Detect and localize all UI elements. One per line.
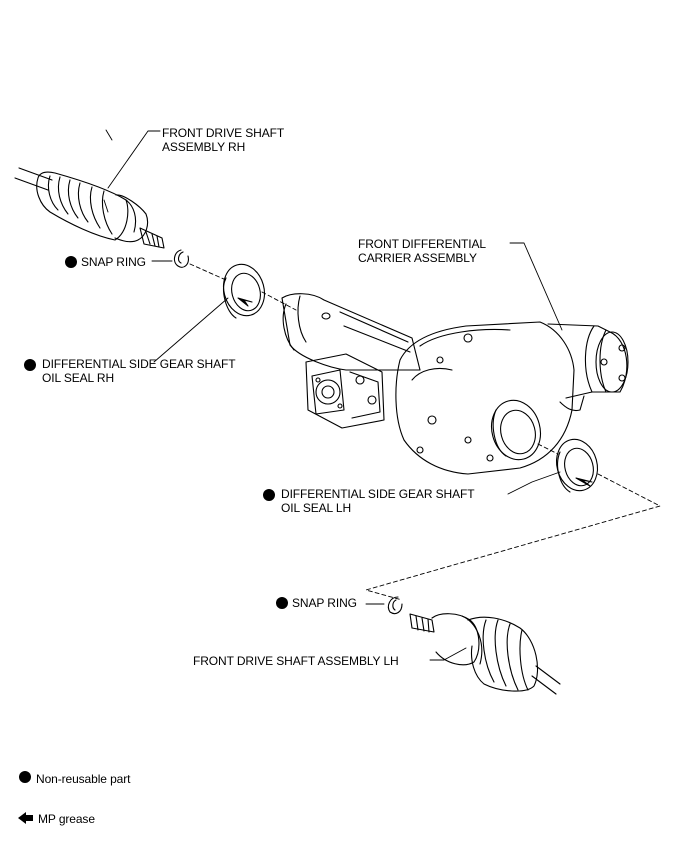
left-arrow-icon	[18, 812, 33, 824]
label-line: CARRIER ASSEMBLY	[358, 251, 477, 265]
label-oil-seal-lh: DIFFERENTIAL SIDE GEAR SHAFT OIL SEAL LH	[281, 487, 475, 515]
label-line: OIL SEAL RH	[42, 371, 115, 385]
label-oil-seal-rh: DIFFERENTIAL SIDE GEAR SHAFT OIL SEAL RH	[42, 357, 236, 385]
label-front-drive-shaft-lh: FRONT DRIVE SHAFT ASSEMBLY LH	[193, 654, 399, 668]
label-front-differential-carrier: FRONT DIFFERENTIAL CARRIER ASSEMBLY	[358, 237, 486, 265]
oil-seal-lh	[555, 438, 599, 493]
label-snap-ring-bottom: SNAP RING	[292, 596, 357, 610]
snap-ring-bottom	[387, 596, 403, 615]
label-snap-ring-top: SNAP RING	[81, 255, 146, 269]
front-drive-shaft-lh	[409, 613, 561, 695]
label-line: DIFFERENTIAL SIDE GEAR SHAFT	[281, 487, 475, 501]
snap-ring-top	[173, 249, 189, 268]
label-front-drive-shaft-rh: FRONT DRIVE SHAFT ASSEMBLY RH	[162, 126, 284, 154]
legend-mp-grease: MP grease	[38, 812, 95, 826]
filled-circle-icon	[19, 771, 31, 783]
label-line: FRONT DRIVE SHAFT	[162, 126, 285, 140]
label-line: ASSEMBLY RH	[162, 140, 246, 154]
non-reusable-marker-icon	[65, 256, 77, 268]
label-line: DIFFERENTIAL SIDE GEAR SHAFT	[42, 357, 236, 371]
oil-seal-rh	[222, 263, 266, 319]
label-line: FRONT DIFFERENTIAL	[358, 237, 486, 251]
non-reusable-marker-icon	[263, 489, 275, 501]
label-line: OIL SEAL LH	[281, 501, 352, 515]
front-differential-carrier	[281, 293, 629, 475]
front-drive-shaft-rh	[14, 129, 165, 249]
legend-non-reusable: Non-reusable part	[36, 772, 131, 786]
non-reusable-marker-icon	[24, 359, 36, 371]
non-reusable-marker-icon	[276, 597, 288, 609]
